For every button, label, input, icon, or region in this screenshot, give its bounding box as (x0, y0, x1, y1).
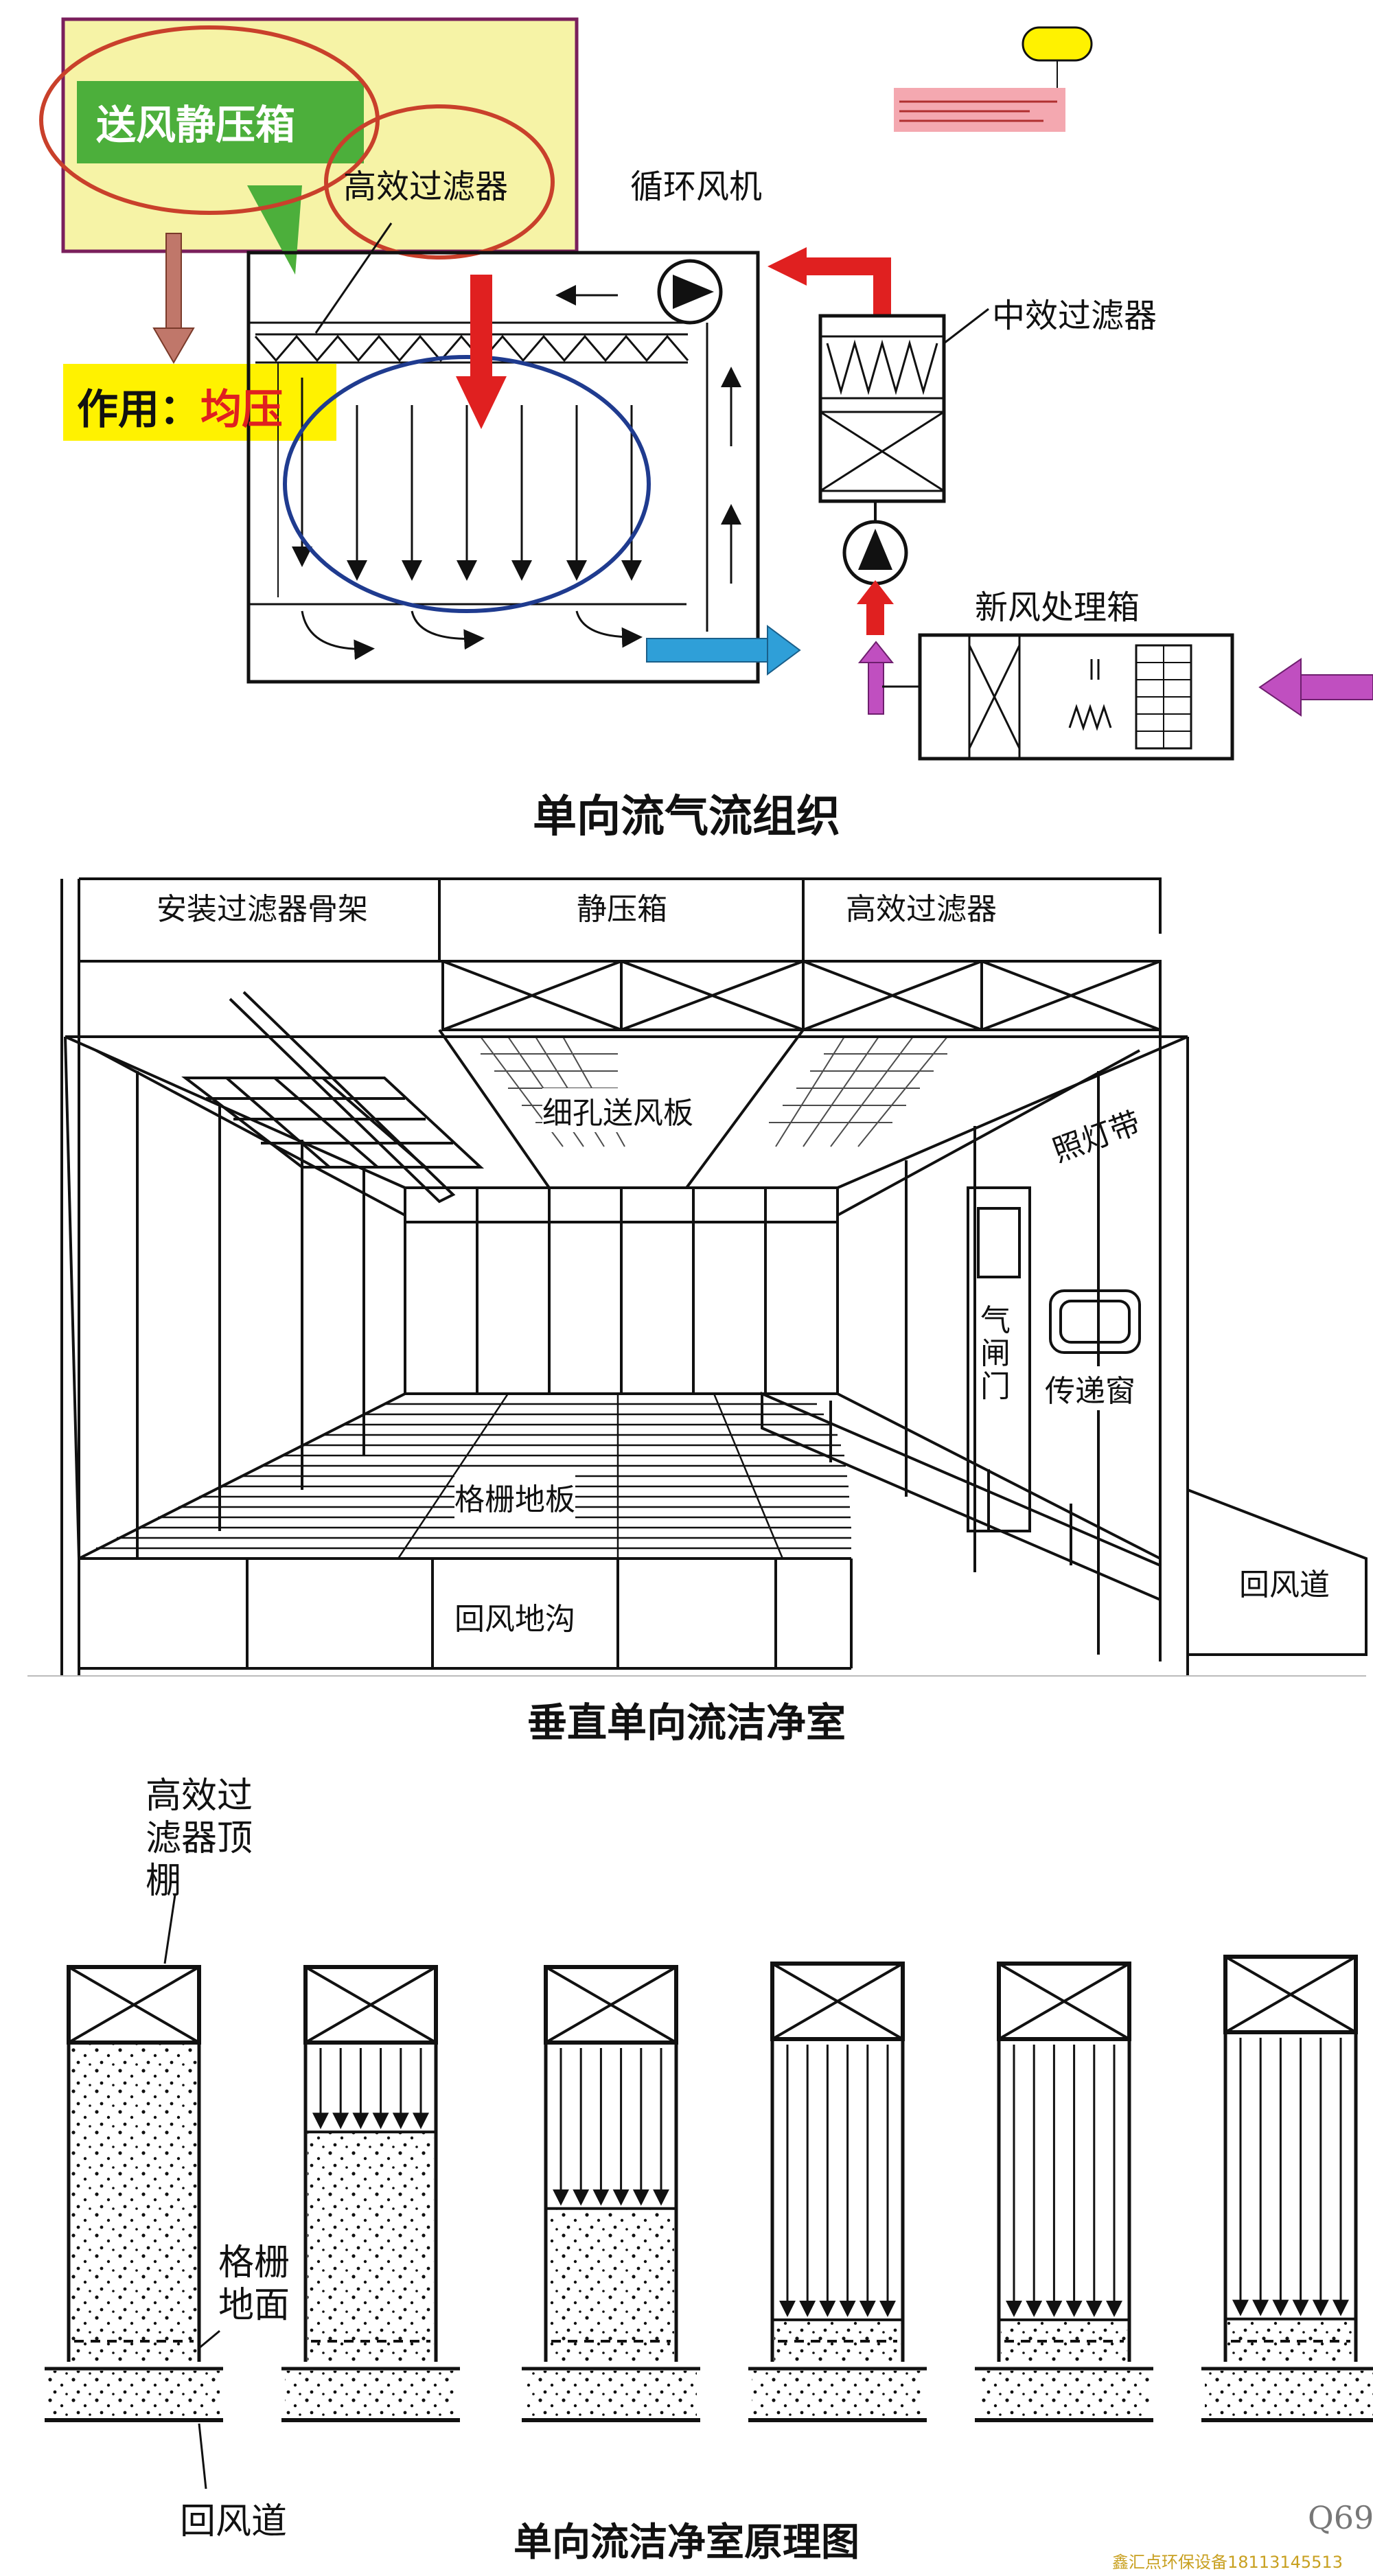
green-label-box (77, 81, 364, 163)
hepa-filter-label: 高效过滤器 (343, 168, 509, 206)
cleanroom-perspective (60, 877, 1368, 1675)
logo-banner (894, 88, 1065, 132)
hepa-box-row (441, 960, 1162, 1031)
pass-box-window (1049, 1289, 1141, 1354)
return-red-arrow (803, 257, 891, 316)
stamp-mark: Q69 (1308, 2499, 1373, 2536)
cleanroom-principle-diagram (45, 1894, 1373, 2489)
return-flow-arrows (301, 610, 643, 660)
hepa-ceiling-pointer (163, 1894, 176, 1964)
section-divider (27, 1675, 1366, 1677)
panel3-caption: 单向流洁净室原理图 (514, 2520, 859, 2565)
contaminated-zone-2 (308, 2132, 434, 2362)
hepa-filter-label-2: 高效过滤器 (846, 884, 997, 928)
function-label-value: 均压 (200, 386, 283, 434)
plenum-label: 静压箱 (577, 884, 667, 928)
highlight-ellipse-uniform-flow (283, 355, 651, 613)
logo-badge (1022, 26, 1093, 62)
hepa-ceiling-label: 高效过滤器顶棚 (146, 1775, 253, 1902)
callout-title: 送风静压箱 (96, 102, 296, 148)
fresh-air-unit-label: 新风处理箱 (975, 588, 1140, 627)
filter-frame-label: 安装过滤器骨架 (157, 884, 368, 928)
function-label-box (63, 364, 336, 441)
brown-arrow-shaft (165, 233, 182, 330)
panel2-caption: 垂直单向流洁净室 (527, 1699, 846, 1746)
return-duct-label: 回风道 (1239, 1560, 1330, 1604)
contaminated-zone-1 (71, 2043, 197, 2362)
return-duct-pointer (198, 2423, 207, 2489)
return-duct-label-2: 回风道 (180, 2501, 288, 2542)
medium-filter-box (818, 314, 946, 503)
panel1-caption: 单向流气流组织 (533, 792, 840, 842)
airflow-diagram (39, 17, 1373, 761)
return-blue-arrow (646, 638, 771, 663)
contaminated-zone-3 (548, 2208, 674, 2362)
air-shower-label: 气闸门 (980, 1304, 1013, 1403)
brown-arrow-head (152, 327, 195, 364)
fresh-air-inlet-arrow (1297, 674, 1373, 700)
grating-ground-label: 格栅地面 (218, 2242, 294, 2327)
grating-pointer (198, 2330, 220, 2349)
return-trench-label: 回风地沟 (454, 1594, 575, 1638)
pass-box-label: 传递窗 (1045, 1366, 1135, 1410)
medium-filter-label: 中效过滤器 (992, 297, 1157, 335)
fresh-air-purple-arrow (868, 658, 884, 715)
function-label: 作用：均压 (77, 376, 283, 436)
grating-floor-label: 格栅地板 (454, 1475, 575, 1519)
watermark-text: 鑫汇点环保设备18113145513 (1112, 2553, 1343, 2572)
highlight-ellipse-hepa (324, 104, 555, 260)
supply-red-arrow-head (456, 376, 507, 429)
downflow-arrows (292, 378, 642, 581)
function-label-prefix: 作用： (77, 386, 200, 434)
perforated-panel-label: 细孔送风板 (542, 1088, 693, 1132)
supply-red-arrow-shaft (470, 275, 492, 378)
cleanroom-outline (246, 251, 760, 684)
circulation-fan-label: 循环风机 (630, 168, 763, 206)
